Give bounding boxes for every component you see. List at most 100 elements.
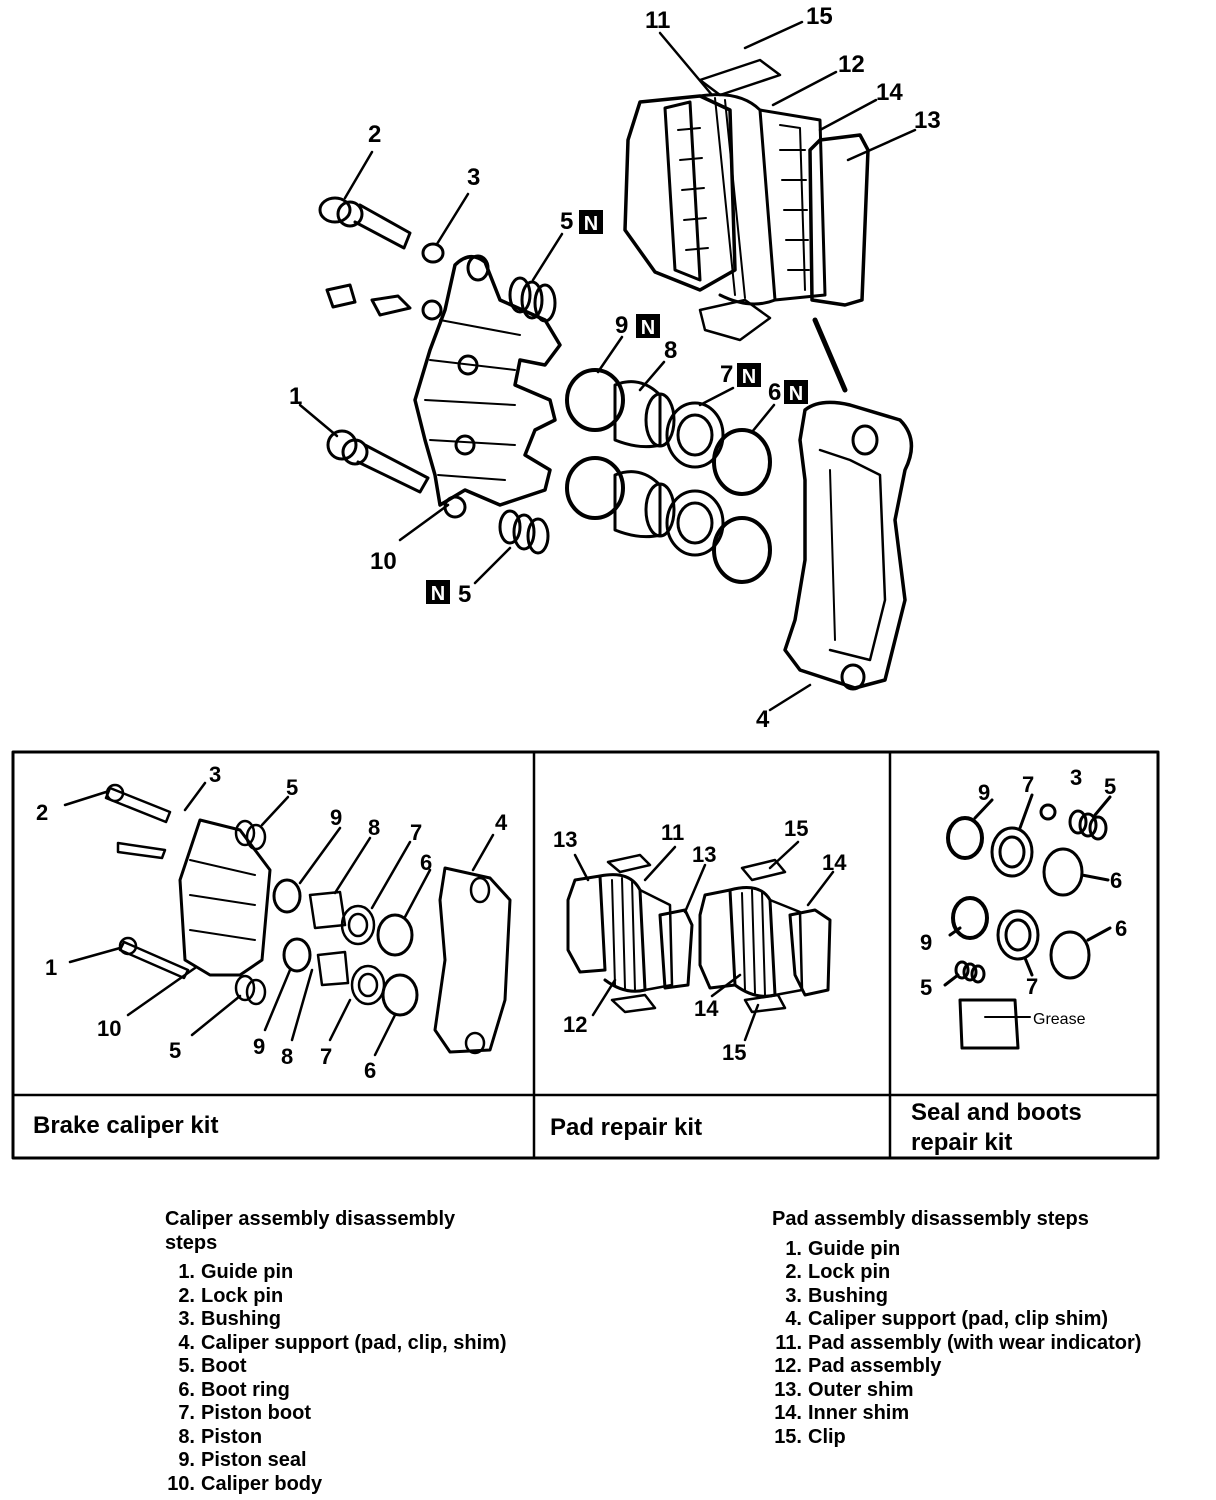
svg-text:14: 14 xyxy=(822,850,847,875)
callout-14: 14 xyxy=(876,79,903,106)
callout-12: 12 xyxy=(838,51,865,78)
svg-text:6: 6 xyxy=(364,1058,376,1083)
step-item: 3.Bushing xyxy=(785,1284,888,1307)
callout-1: 1 xyxy=(289,383,302,410)
caliper-body-drawing xyxy=(413,254,562,519)
svg-text:11: 11 xyxy=(661,820,684,845)
callout-7: 7 xyxy=(720,361,733,388)
brake-caliper-kit-callouts: 2 3 5 9 8 7 6 4 1 10 5 9 8 7 6 xyxy=(36,762,508,1083)
svg-text:N: N xyxy=(641,317,655,339)
svg-text:12: 12 xyxy=(563,1012,587,1037)
kit-label-seal-boots-line1: Seal and boots xyxy=(911,1099,1082,1126)
callout-8: 8 xyxy=(664,337,677,364)
svg-text:5: 5 xyxy=(286,775,298,800)
svg-text:6: 6 xyxy=(420,850,432,875)
pistons-drawing xyxy=(613,380,676,539)
leader-lines xyxy=(298,20,917,712)
grease-label: Grease xyxy=(1033,1011,1086,1028)
caliper-support-drawing xyxy=(783,400,914,691)
callout-11: 11 xyxy=(645,7,670,34)
pad-assembly-drawing xyxy=(623,58,870,393)
boot-drawing-upper xyxy=(508,276,557,323)
new-part-badges: N N N N N xyxy=(426,210,808,605)
step-item: 11.Pad assembly (with wear indicator) xyxy=(775,1331,1142,1354)
caliper-disassembly-steps: Caliper assembly disassembly steps 1.Gui… xyxy=(165,1208,507,1496)
svg-text:7: 7 xyxy=(410,820,422,845)
seal-boots-kit-callouts: 9 7 3 5 6 9 6 7 5 Grease xyxy=(920,765,1127,1028)
svg-text:6: 6 xyxy=(1110,868,1122,893)
svg-text:1: 1 xyxy=(45,955,57,980)
svg-text:8: 8 xyxy=(368,815,380,840)
n-badge: N xyxy=(426,580,450,605)
svg-text:5: 5 xyxy=(1104,774,1116,799)
boot-rings-drawing xyxy=(712,428,772,584)
step-item: 10.Caliper body xyxy=(167,1472,323,1495)
step-item: 15.Clip xyxy=(774,1425,846,1448)
step-item: 9.Piston seal xyxy=(178,1449,307,1471)
svg-text:13: 13 xyxy=(553,827,577,852)
step-item: 12.Pad assembly xyxy=(774,1355,942,1377)
svg-text:7: 7 xyxy=(320,1044,332,1069)
svg-text:10: 10 xyxy=(97,1016,121,1041)
piston-seals-drawing xyxy=(565,368,625,520)
step-item: 6.Boot ring xyxy=(178,1378,290,1401)
svg-text:7: 7 xyxy=(1022,772,1034,797)
svg-text:5: 5 xyxy=(169,1038,181,1063)
callout-labels: 11 15 12 14 13 2 3 5 9 8 7 6 1 10 5 4 xyxy=(289,3,941,733)
pad-repair-kit-drawing xyxy=(566,840,835,1042)
callout-3: 3 xyxy=(467,164,480,191)
step-item: 8.Piston xyxy=(178,1425,263,1448)
svg-text:6: 6 xyxy=(1115,916,1127,941)
seal-boots-kit-drawing xyxy=(943,793,1112,1050)
svg-text:N: N xyxy=(742,366,756,388)
callout-15: 15 xyxy=(806,3,833,30)
svg-text:7: 7 xyxy=(1026,974,1038,999)
callout-2: 2 xyxy=(368,121,381,148)
piston-boots-drawing xyxy=(665,401,725,557)
brake-caliper-kit-drawing xyxy=(63,781,512,1057)
svg-text:N: N xyxy=(789,383,803,405)
svg-text:5: 5 xyxy=(920,975,932,1000)
step-item: 2.Lock pin xyxy=(785,1261,891,1283)
callout-9: 9 xyxy=(615,312,628,339)
kit-label-pad-repair: Pad repair kit xyxy=(550,1114,703,1141)
svg-text:4: 4 xyxy=(495,810,508,835)
step-item: 1.Guide pin xyxy=(785,1237,901,1260)
step-item: 3.Bushing xyxy=(178,1308,281,1330)
pad-steps-title: Pad assembly disassembly steps xyxy=(772,1208,1089,1230)
svg-text:9: 9 xyxy=(920,930,932,955)
svg-text:14: 14 xyxy=(694,996,719,1021)
svg-text:8: 8 xyxy=(281,1044,293,1069)
n-badge: N xyxy=(579,210,603,235)
step-item: 4.Caliper support (pad, clip, shim) xyxy=(178,1331,507,1354)
svg-text:9: 9 xyxy=(253,1034,265,1059)
small-bolts-drawing xyxy=(325,283,412,317)
step-item: 2.Lock pin xyxy=(178,1284,284,1307)
svg-text:15: 15 xyxy=(722,1040,746,1065)
svg-text:3: 3 xyxy=(1070,765,1082,790)
kit-label-brake-caliper: Brake caliper kit xyxy=(33,1112,219,1139)
kit-table: 2 3 5 9 8 7 6 4 1 10 5 9 8 7 6 xyxy=(11,750,1160,1160)
callout-13: 13 xyxy=(914,107,941,134)
n-badge: N xyxy=(784,380,808,405)
step-item: 1.Guide pin xyxy=(178,1261,294,1283)
step-item: 14.Inner shim xyxy=(774,1402,910,1424)
svg-text:9: 9 xyxy=(330,805,342,830)
svg-text:N: N xyxy=(431,583,445,605)
guide-pin-drawing xyxy=(326,429,430,494)
step-item: 13.Outer shim xyxy=(774,1378,914,1401)
kit-label-seal-boots-line2: repair kit xyxy=(911,1129,1013,1156)
svg-text:9: 9 xyxy=(978,780,990,805)
callout-5-lower: 5 xyxy=(458,581,471,608)
callout-4: 4 xyxy=(756,706,770,733)
boot-drawing-lower xyxy=(498,509,550,555)
step-item: 5.Boot xyxy=(178,1355,247,1377)
svg-text:3: 3 xyxy=(209,762,221,787)
lock-pin-drawing xyxy=(318,196,445,264)
callout-6: 6 xyxy=(768,379,781,406)
step-item: 4.Caliper support (pad, clip shim) xyxy=(785,1308,1109,1330)
svg-text:N: N xyxy=(584,213,598,235)
caliper-steps-title: Caliper assembly disassembly steps xyxy=(165,1208,456,1254)
pad-repair-kit-callouts: 13 11 13 15 14 12 14 15 xyxy=(553,816,847,1065)
n-badge: N xyxy=(737,363,761,388)
